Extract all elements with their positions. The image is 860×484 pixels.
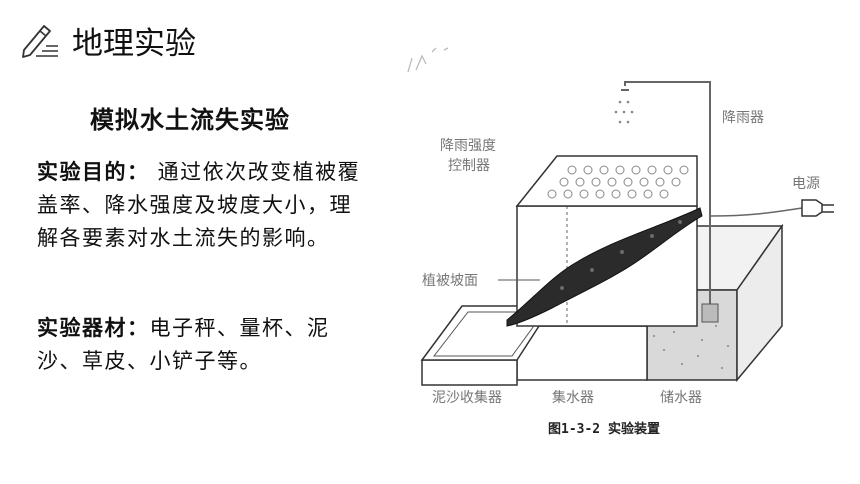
- label-rainer: 降雨器: [722, 110, 764, 126]
- page-header: 地理实验: [18, 14, 196, 66]
- page-title: 地理实验: [72, 25, 196, 62]
- label-rain-intensity-2: 控制器: [448, 158, 490, 174]
- equipment-paragraph: 实验器材：电子秤、量杯、泥沙、草皮、小铲子等。: [37, 312, 367, 378]
- equipment-text: 电子秤、量杯、泥沙、草皮、小铲子等。: [37, 316, 330, 373]
- figure-caption: 图1-3-2 实验装置: [548, 422, 660, 437]
- apparatus-diagram: 降雨强度 控制器 降雨器 电源 植被坡面 泥沙收集器 集水器 储水器: [407, 47, 834, 406]
- purpose-label: 实验目的：: [37, 160, 150, 184]
- label-rain-intensity-1: 降雨强度: [440, 138, 496, 154]
- purpose-text: 通过依次改变植被覆盖率、降水强度及坡度大小，理解各要素对水土流失的影响。: [37, 160, 361, 250]
- power-plug: [709, 199, 834, 217]
- purpose-paragraph: 实验目的： 通过依次改变植被覆盖率、降水强度及坡度大小，理解各要素对水土流失的影…: [37, 156, 367, 255]
- apparatus-figure: 降雨强度 控制器 降雨器 电源 植被坡面 泥沙收集器 集水器 储水器: [392, 30, 860, 450]
- pencil-lines-icon: [22, 25, 58, 58]
- experiment-title: 模拟水土流失实验: [90, 106, 290, 134]
- rain-pipe: [614, 81, 719, 323]
- label-sediment-collector: 泥沙收集器: [432, 389, 502, 406]
- label-water-collector: 集水器: [552, 389, 594, 406]
- label-slope: 植被坡面: [422, 273, 478, 289]
- label-power: 电源: [792, 176, 820, 192]
- vegetation-texture: [560, 220, 682, 290]
- label-storage: 储水器: [660, 390, 702, 406]
- equipment-label: 实验器材：: [37, 316, 150, 340]
